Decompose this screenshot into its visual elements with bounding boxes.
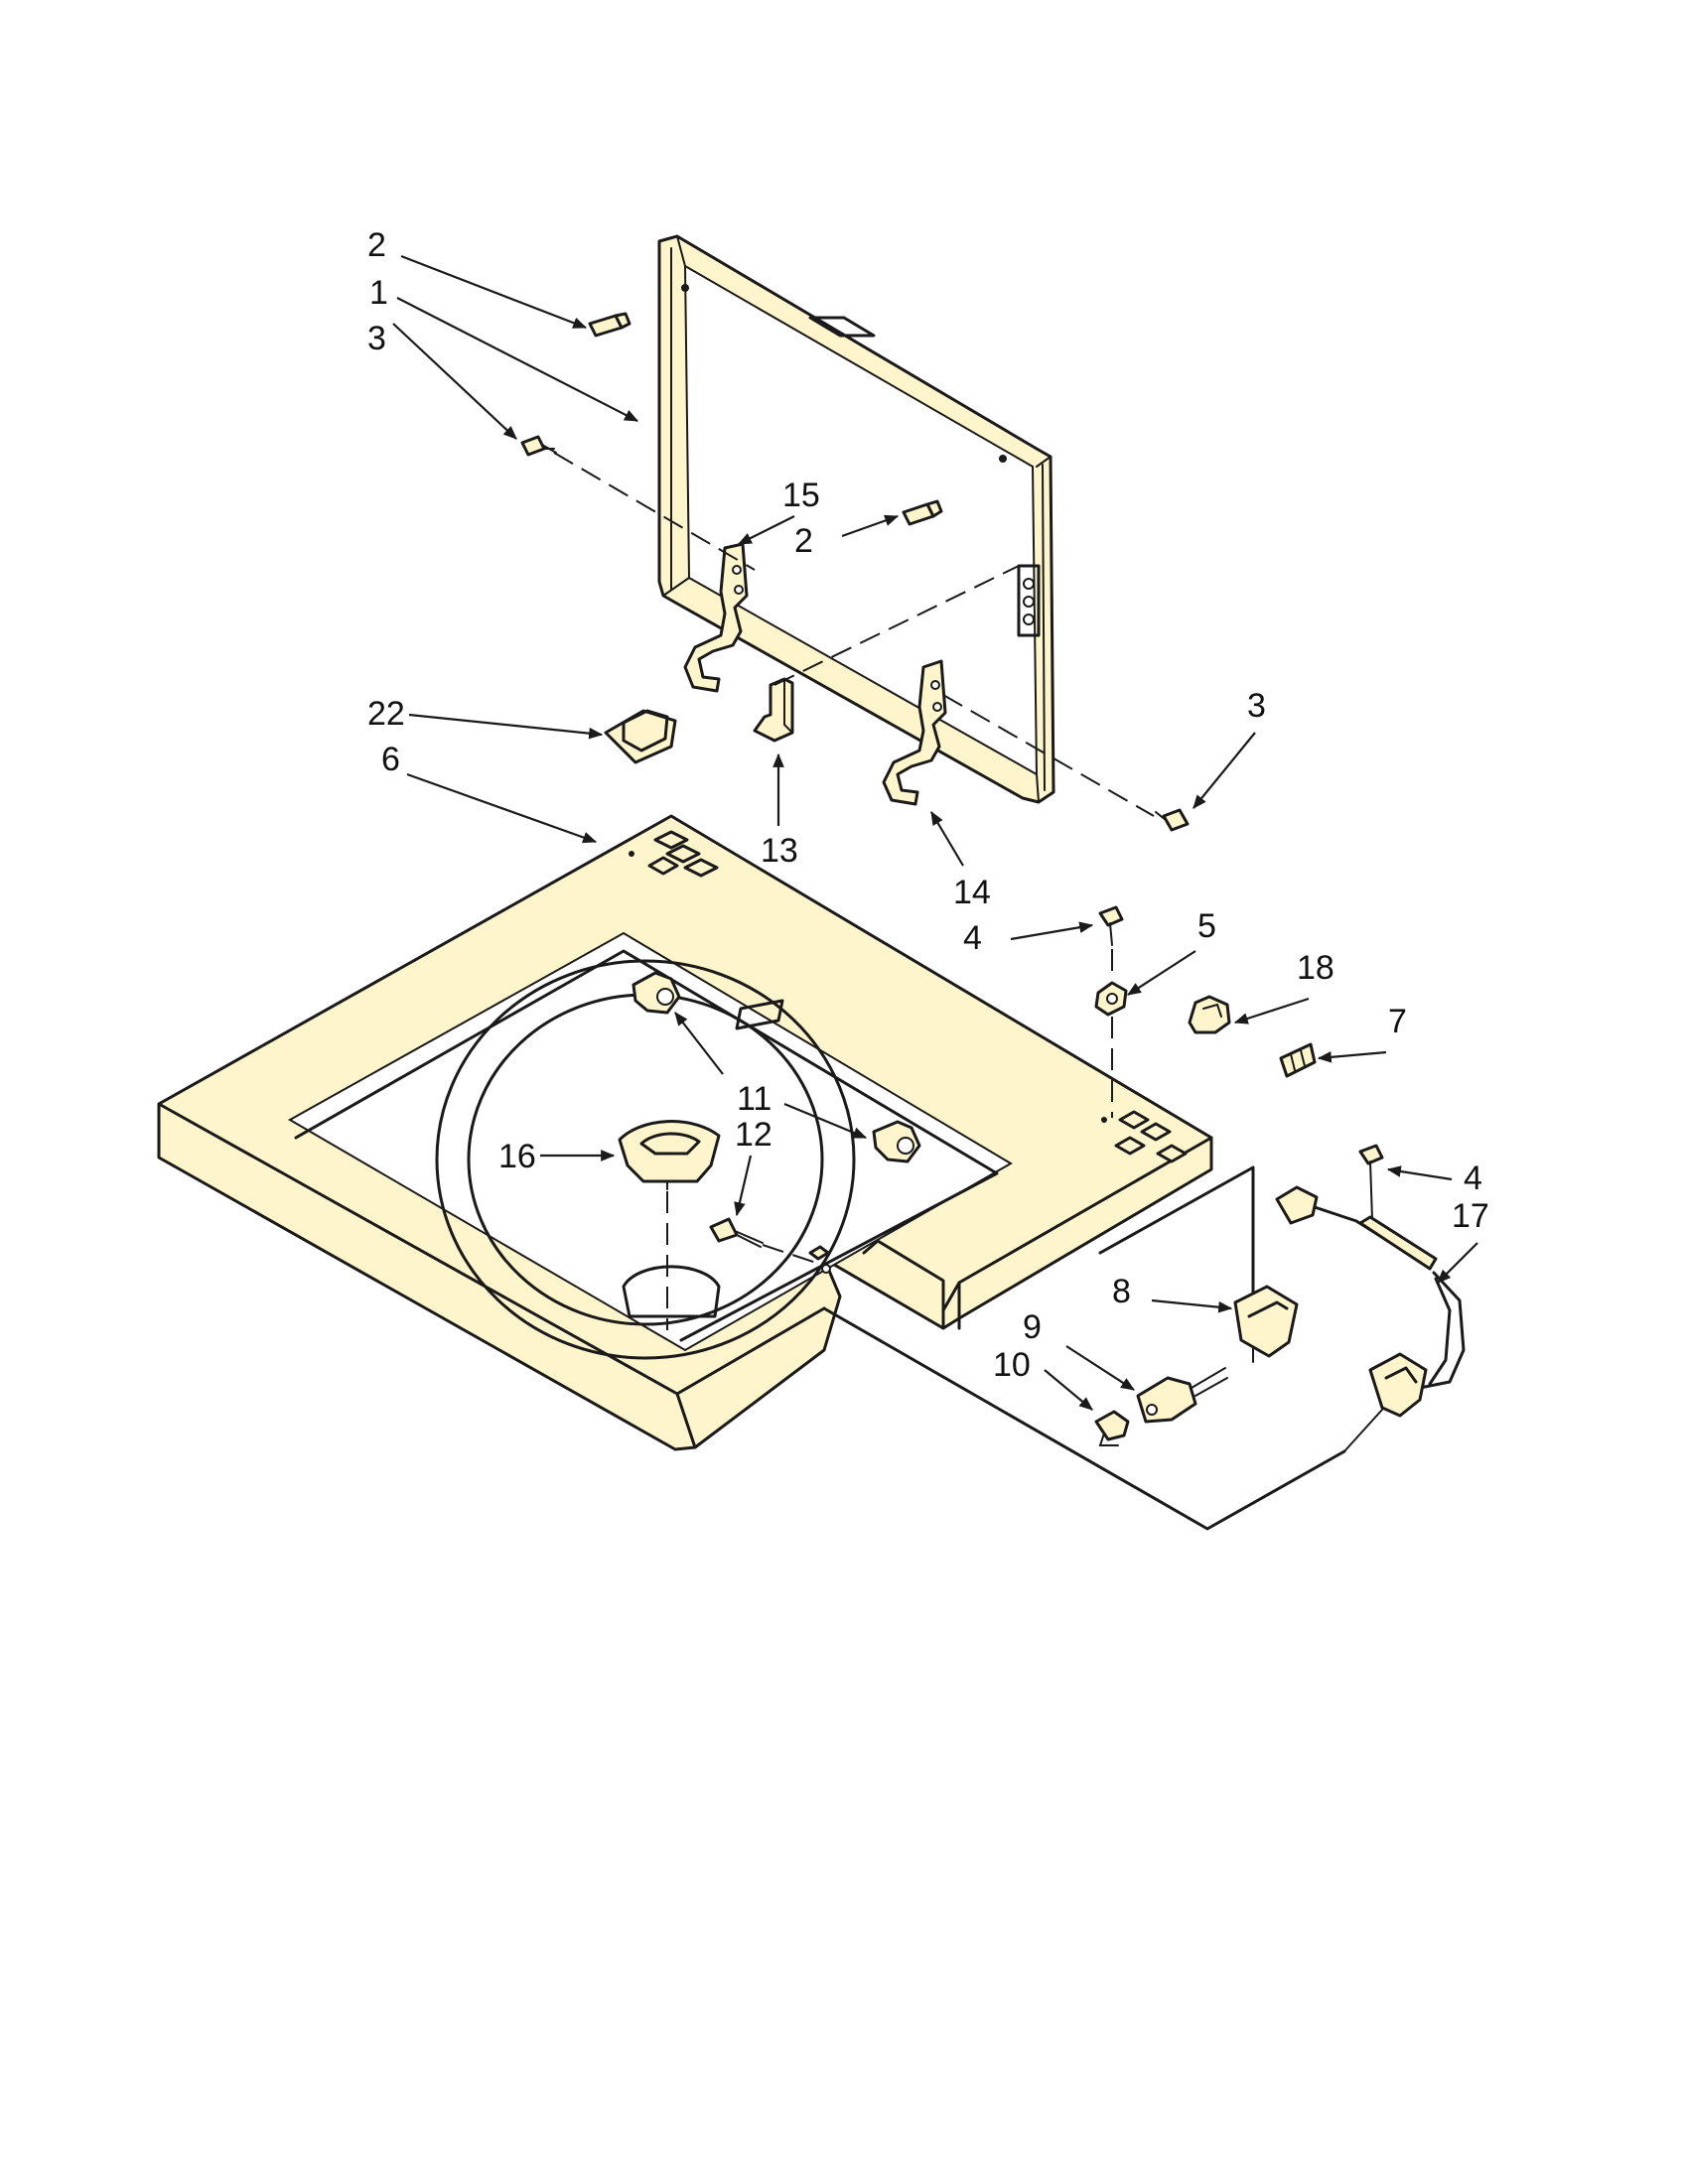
lid-switch-harness <box>1275 1185 1466 1418</box>
switch-bracket <box>604 709 677 764</box>
callout-8: 8 <box>1112 1273 1131 1310</box>
lid-frame <box>657 234 1055 804</box>
wire-clip <box>1188 995 1231 1034</box>
callout-12: 12 <box>735 1116 772 1154</box>
callout-3-left: 3 <box>367 320 386 357</box>
wire-tie <box>1279 1042 1317 1078</box>
tub-bumper-upper <box>632 971 681 1015</box>
lid-hinge-right <box>882 659 947 806</box>
lid-hinge-left <box>683 542 749 693</box>
callout-3-right: 3 <box>1247 687 1266 725</box>
callout-7: 7 <box>1388 1003 1407 1040</box>
callout-22: 22 <box>367 695 405 733</box>
lid-stop <box>753 677 794 743</box>
callout-16: 16 <box>498 1138 536 1175</box>
screw-4-lower <box>1358 1144 1384 1228</box>
callout-6: 6 <box>381 741 400 778</box>
callout-13: 13 <box>761 832 798 870</box>
tub-bumper-lower <box>872 1120 921 1163</box>
screw-upper-left <box>520 435 557 457</box>
callout-14: 14 <box>953 874 991 911</box>
callout-17: 17 <box>1452 1197 1489 1235</box>
callout-2-middle: 2 <box>794 522 813 560</box>
screw-top <box>709 1217 764 1248</box>
callout-9: 9 <box>1023 1308 1042 1346</box>
screw-right <box>1155 808 1190 832</box>
callout-11: 11 <box>737 1080 772 1118</box>
callout-4-upper: 4 <box>963 919 982 957</box>
lid-switch <box>1233 1285 1299 1363</box>
callout-2-upper: 2 <box>367 226 386 264</box>
callout-5: 5 <box>1197 907 1216 945</box>
retaining-clip <box>1094 1410 1130 1446</box>
callout-10: 10 <box>993 1346 1031 1384</box>
clip-nut <box>1094 981 1128 1017</box>
screw-4-upper <box>1098 905 1124 946</box>
lid-bumper-middle <box>902 499 943 526</box>
callout-leaders <box>392 254 1478 1411</box>
lid-bumper-upper <box>588 312 632 338</box>
callout-labels: 2 1 3 15 2 22 6 13 14 3 4 5 18 7 11 12 1… <box>367 226 1489 1384</box>
lid-switch-cover <box>618 1120 721 1190</box>
callout-15: 15 <box>782 477 820 514</box>
assembly-lines <box>553 452 1383 1531</box>
switch-actuator <box>1136 1367 1228 1424</box>
callout-1: 1 <box>369 274 388 312</box>
callout-4-lower: 4 <box>1464 1160 1482 1197</box>
callout-18: 18 <box>1297 949 1334 987</box>
